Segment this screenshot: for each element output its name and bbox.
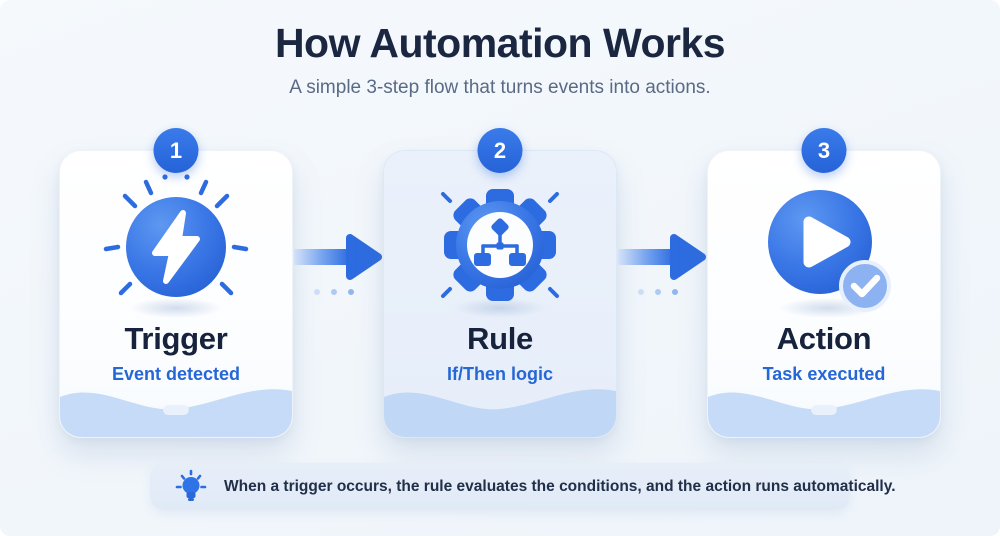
page-subtitle: A simple 3-step flow that turns events i…	[289, 77, 711, 98]
step-number-badge: 2	[477, 128, 523, 173]
step-subtitle: If/Then logic	[447, 364, 553, 384]
card-wave-decoration	[60, 389, 292, 437]
step-title: Action	[776, 321, 872, 356]
gear-flowchart-icon	[420, 167, 580, 327]
step-number-badge: 3	[801, 128, 847, 173]
lightbulb-icon	[172, 468, 210, 506]
step-number-badge: 1	[153, 128, 199, 173]
page-title: How Automation Works	[274, 20, 726, 66]
step-card-action: Action Task executed 3	[707, 128, 941, 438]
card-wave-decoration	[384, 389, 616, 437]
dots-decoration	[314, 289, 354, 295]
play-check-icon	[744, 167, 904, 327]
step-number: 1	[169, 137, 183, 163]
card-body: Trigger Event detected	[60, 151, 292, 437]
note-text: When a trigger occurs, the rule evaluate…	[224, 477, 896, 495]
lightning-icon	[96, 167, 256, 327]
step-title: Trigger	[124, 321, 228, 356]
note-bar: When a trigger occurs, the rule evaluate…	[150, 463, 896, 510]
card-wave-decoration	[708, 389, 940, 437]
step-card-rule: Rule If/Then logic 2	[383, 128, 617, 438]
header: How Automation Works A simple 3-step flo…	[0, 20, 1000, 99]
flow-connector-2	[617, 150, 707, 438]
step-number: 3	[817, 137, 831, 163]
step-title: Rule	[467, 321, 533, 356]
flow-connector-1	[293, 150, 383, 438]
card-body: Action Task executed	[708, 151, 940, 437]
arrow-right-icon	[294, 234, 382, 280]
arrow-right-icon	[618, 234, 706, 280]
card-body: Rule If/Then logic	[384, 151, 616, 437]
step-number: 2	[493, 137, 507, 163]
step-subtitle: Task executed	[762, 364, 886, 384]
step-subtitle: Event detected	[111, 364, 241, 384]
step-card-trigger: Trigger Event detected 1	[59, 128, 293, 438]
dots-decoration	[638, 289, 678, 295]
flow-row: Trigger Event detected 1	[0, 128, 1000, 438]
